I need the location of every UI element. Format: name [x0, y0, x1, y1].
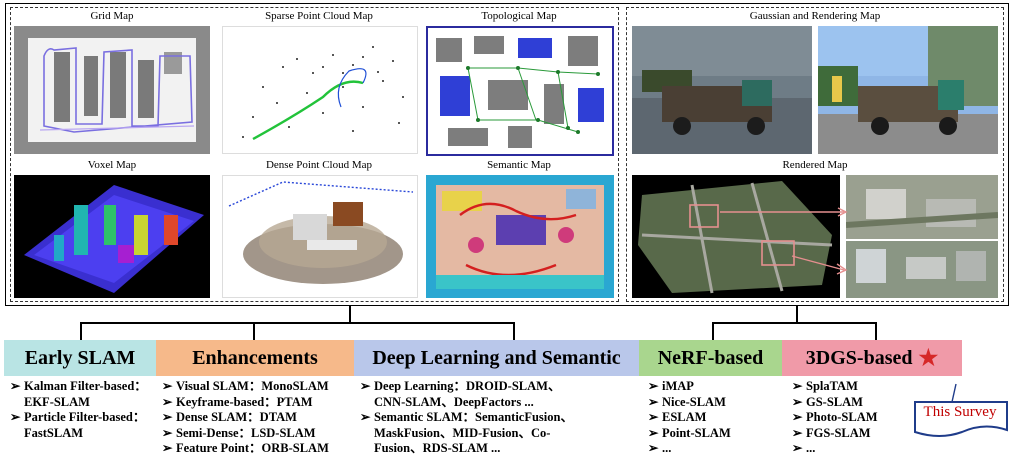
topological-map-caption: Topological Map [424, 10, 614, 22]
bullet-arrow-icon: ➢ [162, 395, 172, 411]
bullet-arrow-icon: ➢ [648, 379, 658, 395]
rendered-zoom-top-image [846, 175, 998, 239]
bullet-arrow-icon: ➢ [792, 410, 802, 426]
bullet-arrow-icon: ➢ [162, 441, 172, 457]
list-item: CNN-SLAM、DeepFactors ... [360, 395, 638, 411]
bullet-arrow-icon: ➢ [792, 395, 802, 411]
connector-stem-left [349, 306, 351, 323]
dense-map-caption: Dense Point Cloud Map [220, 159, 418, 171]
stage-label: Deep Learning and Semantic [372, 347, 620, 370]
rendered-zoom-bottom-image [846, 241, 998, 298]
gaussian-map-caption: Gaussian and Rendering Map [632, 10, 998, 22]
grid-map-caption: Grid Map [14, 10, 210, 22]
list-item: ➢Nice-SLAM [648, 395, 782, 411]
gaussian-map-image [632, 26, 812, 154]
list-item: ➢ESLAM [648, 410, 782, 426]
sparse-point-cloud-image [222, 26, 418, 154]
rendering-map-image [818, 26, 998, 154]
connector-stem-right [796, 306, 798, 323]
bullet-arrow-icon: ➢ [162, 410, 172, 426]
bullet-arrow-icon: ➢ [648, 410, 658, 426]
stage-label: NeRF-based [658, 347, 764, 370]
deep-learning-list: ➢Deep Learning：DROID-SLAM、 CNN-SLAM、Deep… [360, 379, 638, 457]
list-item: FastSLAM [10, 426, 156, 442]
connector-drop-3 [513, 322, 515, 340]
connector-drop-4 [712, 322, 714, 340]
star-icon: ★ [918, 345, 938, 371]
list-item: ➢... [792, 441, 912, 457]
bullet-arrow-icon: ➢ [360, 410, 370, 426]
voxel-map-image [14, 175, 210, 298]
bullet-arrow-icon: ➢ [360, 379, 370, 395]
bullet-arrow-icon: ➢ [162, 379, 172, 395]
voxel-map-caption: Voxel Map [14, 159, 210, 171]
bullet-arrow-icon: ➢ [792, 441, 802, 457]
list-item: ➢Particle Filter-based： [10, 410, 156, 426]
enhancements-list: ➢Visual SLAM：MonoSLAM ➢Keyframe-based：PT… [162, 379, 354, 457]
semantic-map-caption: Semantic Map [424, 159, 614, 171]
early-slam-list: ➢Kalman Filter-based： EKF-SLAM ➢Particle… [10, 379, 156, 441]
connector-bar-right [712, 322, 877, 324]
grid-map-image [14, 26, 210, 154]
list-item: ➢iMAP [648, 379, 782, 395]
dense-point-cloud-image [222, 175, 418, 298]
topological-map-image [426, 26, 614, 156]
bullet-arrow-icon: ➢ [10, 410, 20, 426]
list-item: ➢Semi-Dense：LSD-SLAM [162, 426, 354, 442]
list-item: ➢SplaTAM [792, 379, 912, 395]
bullet-arrow-icon: ➢ [792, 426, 802, 442]
list-item: ➢Kalman Filter-based： [10, 379, 156, 395]
sparse-map-caption: Sparse Point Cloud Map [220, 10, 418, 22]
bullet-arrow-icon: ➢ [792, 379, 802, 395]
bullet-arrow-icon: ➢ [648, 426, 658, 442]
list-item: ➢Visual SLAM：MonoSLAM [162, 379, 354, 395]
bullet-arrow-icon: ➢ [648, 395, 658, 411]
connector-drop-1 [80, 322, 82, 340]
stage-label: 3DGS-based [806, 347, 913, 370]
list-item: ➢FGS-SLAM [792, 426, 912, 442]
stage-label: Early SLAM [25, 347, 136, 370]
list-item: ➢Point-SLAM [648, 426, 782, 442]
connector-drop-5 [875, 322, 877, 340]
3dgs-list: ➢SplaTAM ➢GS-SLAM ➢Photo-SLAM ➢FGS-SLAM … [792, 379, 912, 457]
stage-nerf: NeRF-based [639, 340, 782, 376]
bullet-arrow-icon: ➢ [648, 441, 658, 457]
zoom-arrows [720, 200, 850, 280]
list-item: MaskFusion、MID-Fusion、Co- [360, 426, 638, 442]
stage-early-slam: Early SLAM [4, 340, 156, 376]
nerf-list: ➢iMAP ➢Nice-SLAM ➢ESLAM ➢Point-SLAM ➢... [648, 379, 782, 457]
connector-drop-2 [253, 322, 255, 340]
rendered-map-caption: Rendered Map [632, 159, 998, 171]
stage-enhancements: Enhancements [156, 340, 354, 376]
list-item: ➢Feature Point：ORB-SLAM [162, 441, 354, 457]
list-item: ➢GS-SLAM [792, 395, 912, 411]
bullet-arrow-icon: ➢ [10, 379, 20, 395]
semantic-map-image [426, 175, 614, 298]
list-item: Fusion、RDS-SLAM ... [360, 441, 638, 457]
list-item: ➢Keyframe-based：PTAM [162, 395, 354, 411]
connector-bar-left [80, 322, 515, 324]
list-item: ➢Photo-SLAM [792, 410, 912, 426]
this-survey-label: This Survey [916, 404, 1004, 421]
list-item: EKF-SLAM [10, 395, 156, 411]
stage-label: Enhancements [192, 347, 318, 370]
list-item: ➢... [648, 441, 782, 457]
stage-deep-learning: Deep Learning and Semantic [354, 340, 639, 376]
list-item: ➢Dense SLAM：DTAM [162, 410, 354, 426]
stage-3dgs: 3DGS-based ★ [782, 340, 962, 376]
bullet-arrow-icon: ➢ [162, 426, 172, 442]
list-item: ➢Semantic SLAM：SemanticFusion、 [360, 410, 638, 426]
list-item: ➢Deep Learning：DROID-SLAM、 [360, 379, 638, 395]
